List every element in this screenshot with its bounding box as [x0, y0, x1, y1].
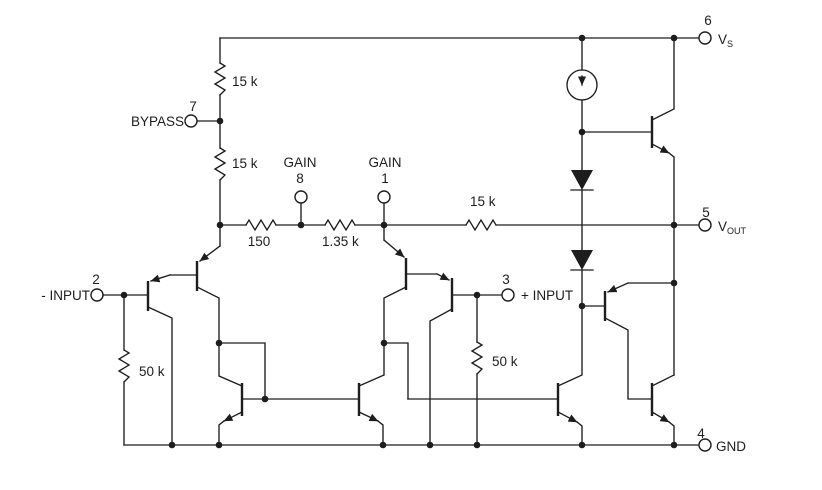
pin-number: 4	[697, 426, 705, 441]
resistor-label: 50 k	[139, 364, 165, 379]
emitter-arrow	[651, 143, 670, 154]
collector-wire	[604, 317, 652, 400]
pin-label: + INPUT	[521, 288, 573, 303]
junction-dot	[578, 441, 586, 449]
emitter-arrow	[199, 245, 221, 262]
pin-label: VS	[718, 32, 733, 49]
bias-divider	[184, 37, 227, 226]
collector-wire	[147, 306, 173, 446]
bias-diodes	[570, 131, 594, 310]
pin-plus-input-terminal	[501, 288, 515, 302]
junction-dot	[216, 117, 224, 125]
mirror-tie-wire	[218, 342, 266, 400]
emitter-wire	[668, 421, 675, 446]
input-pnp-plus	[383, 224, 515, 446]
vout-label-sub: OUT	[727, 226, 747, 236]
supply-rail	[219, 31, 712, 45]
junction-dot	[261, 395, 269, 403]
pin-gain1-terminal	[377, 190, 391, 204]
pin-number: 1	[381, 171, 389, 186]
pin-bypass-terminal	[184, 114, 198, 128]
vs-label-main: V	[718, 32, 727, 47]
collector-wire	[358, 342, 385, 387]
pin-vs-terminal	[698, 31, 712, 45]
pin-gnd-terminal	[698, 438, 712, 452]
output-npn-bottom	[650, 374, 675, 446]
ground-rail	[123, 438, 712, 452]
pin-label: GND	[716, 439, 746, 454]
pin-number: 3	[502, 272, 510, 287]
pin-label: - INPUT	[41, 288, 90, 303]
diode-2-icon	[571, 250, 593, 270]
collector-wire	[651, 374, 675, 387]
labels: 15 k 15 k 7 BYPASS GAIN 8 GAIN 1 150 1.3…	[41, 13, 746, 454]
pin-label: GAIN	[283, 155, 316, 170]
junction-dot	[168, 441, 176, 449]
driver-npn	[407, 305, 583, 446]
junction-dot	[426, 441, 434, 449]
resistor-15k-feedback	[465, 218, 497, 232]
pin-gain8-terminal	[294, 190, 308, 204]
emitter-arrow	[358, 411, 379, 422]
current-source	[566, 37, 598, 136]
pin-number: 6	[704, 13, 712, 28]
pin-minus-input-terminal	[90, 288, 104, 302]
collector-wire	[383, 286, 407, 344]
current-mirror	[215, 339, 409, 446]
collector-wire	[429, 308, 453, 446]
resistor-15k-top	[213, 62, 227, 96]
emitter-wire	[377, 420, 384, 446]
pin-vout-terminal	[698, 218, 712, 232]
pin-label: BYPASS	[131, 114, 184, 129]
collector-wire	[557, 305, 583, 387]
resistor-label: 15 k	[470, 194, 496, 209]
junction-dot	[215, 441, 223, 449]
resistor-1350	[324, 218, 356, 232]
vout-label-main: V	[718, 219, 727, 234]
pin-number: 2	[92, 272, 100, 287]
mirror-to-driver-wire	[383, 342, 409, 400]
resistor-50k-plus	[470, 341, 484, 375]
junction-dot	[670, 441, 678, 449]
pin-number: 5	[702, 205, 710, 220]
collector-wire	[651, 37, 675, 121]
output-npn-top	[581, 37, 675, 226]
resistor-150	[245, 218, 277, 232]
pin-number: 7	[189, 99, 197, 114]
emitter-wire	[668, 152, 675, 226]
emitter-arrow	[223, 411, 243, 422]
resistor-label: 15 k	[232, 74, 258, 89]
emitter-wire	[576, 421, 583, 446]
resistor-label: 1.35 k	[322, 234, 359, 249]
emitter-arrow	[557, 411, 578, 423]
junction-dot	[473, 441, 481, 449]
emitter-arrow	[607, 282, 629, 293]
pin-label: GAIN	[368, 155, 401, 170]
emitter-arrow	[383, 239, 405, 258]
resistor-label: 15 k	[232, 156, 258, 171]
emitter-wire	[218, 420, 225, 446]
junction-dot	[379, 441, 387, 449]
input-pnp-minus	[90, 224, 221, 446]
vs-label-sub: S	[727, 39, 733, 49]
resistor-15k-mid	[213, 147, 227, 181]
junction-dot	[297, 221, 305, 229]
resistor-label: 50 k	[492, 354, 518, 369]
collector-wire	[218, 342, 243, 387]
emitter-arrow	[436, 272, 450, 281]
resistor-50k-minus	[117, 349, 131, 383]
resistor-label: 150	[248, 234, 271, 249]
collector-wire	[196, 286, 220, 344]
diode-1-icon	[571, 170, 593, 190]
pin-number: 8	[296, 171, 304, 186]
pin-label: VOUT	[718, 219, 747, 236]
gain-network	[216, 190, 712, 232]
emitter-arrow	[651, 411, 670, 423]
emitter-arrow	[150, 274, 171, 283]
